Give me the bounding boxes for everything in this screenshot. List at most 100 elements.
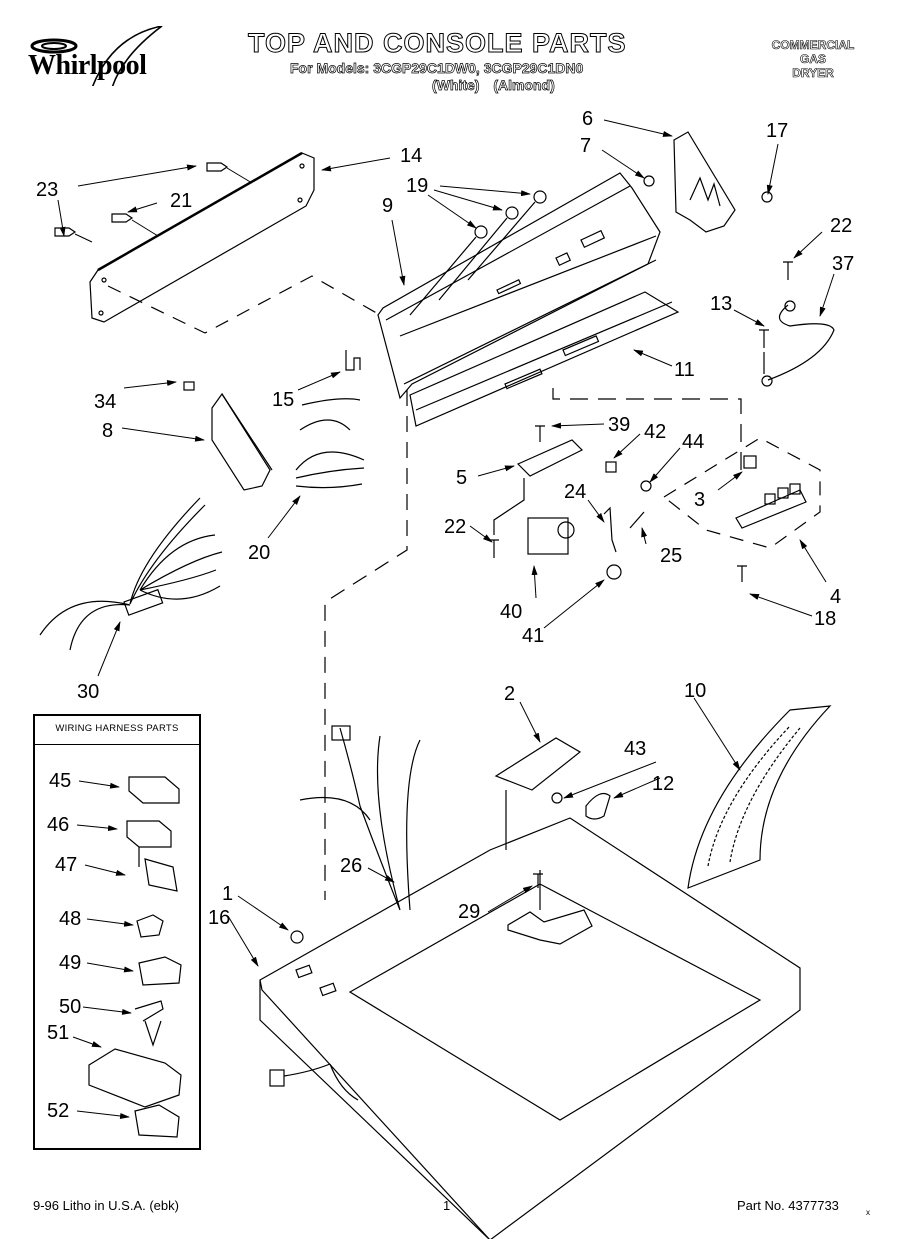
screw-17: [761, 191, 773, 203]
callout-25: 25: [660, 545, 682, 567]
callout-21: 21: [170, 190, 192, 212]
product-line-3: DRYER: [792, 66, 834, 81]
part-6-end-cap: [673, 131, 736, 233]
callout-19: 19: [406, 175, 428, 197]
callout-52: 52: [47, 1100, 69, 1122]
part-14-console-back-plate: [89, 151, 315, 323]
callout-22a: 22: [830, 215, 852, 237]
page-title: TOP AND CONSOLE PARTS: [248, 28, 627, 59]
part-4-switch-assembly: [662, 437, 821, 549]
callout-50: 50: [59, 996, 81, 1018]
part-19-knobs: [409, 190, 547, 316]
screw-18: [737, 565, 747, 582]
footer-mark: x: [866, 1208, 870, 1217]
part-42-knob: [605, 461, 617, 473]
callout-labels: 23 21 14 19 9 6 7 17 22 37 13 11 34 8 15…: [36, 108, 854, 929]
callout-29: 29: [458, 901, 480, 923]
footer-litho: 9-96 Litho in U.S.A. (ebk): [33, 1198, 179, 1213]
callout-39: 39: [608, 414, 630, 436]
part-20-harness: [295, 398, 365, 489]
callout-37: 37: [832, 253, 854, 275]
callout-1: 1: [222, 883, 233, 905]
part-41-dial: [606, 564, 622, 580]
part-12-cover-plate: [585, 793, 611, 820]
screw-44: [640, 480, 652, 492]
callout-17: 17: [766, 120, 788, 142]
part-43-clip: [551, 792, 563, 804]
part-5-mounting-plate: [516, 439, 584, 477]
part-49-connector: [138, 956, 182, 986]
callout-8: 8: [102, 420, 113, 442]
callout-42: 42: [644, 421, 666, 443]
harness-parts-illustrations: 45 46 47 48 49 50 51 52: [47, 770, 182, 1138]
part-3-knob: [743, 455, 757, 469]
callout-5: 5: [456, 467, 467, 489]
callout-48: 48: [59, 908, 81, 930]
callout-40: 40: [500, 601, 522, 623]
callout-51: 51: [47, 1022, 69, 1044]
callout-49: 49: [59, 952, 81, 974]
screw-7: [643, 175, 655, 187]
screw-13: [759, 329, 769, 374]
callout-16: 16: [208, 907, 230, 929]
part-52-connector: [134, 1104, 180, 1138]
part-45-connector: [128, 776, 180, 804]
part-30-harness: [39, 497, 223, 651]
callout-43: 43: [624, 738, 646, 760]
callout-44: 44: [682, 431, 704, 453]
callout-47: 47: [55, 854, 77, 876]
screw-top: [206, 162, 229, 172]
screw-22-lower: [489, 539, 499, 558]
harness-box-title: WIRING HARNESS PARTS: [35, 716, 199, 745]
callout-11: 11: [674, 359, 695, 381]
part-10-filter-panel: [687, 705, 832, 889]
part-50-clip: [134, 1000, 164, 1047]
callout-30: 30: [77, 681, 99, 703]
leader-lines: [57, 119, 835, 967]
callout-41: 41: [522, 625, 544, 647]
brand-wordmark: Whirlpool: [28, 50, 147, 81]
callout-4: 4: [830, 586, 841, 608]
footer-page-number: 1: [443, 1198, 451, 1213]
callout-12: 12: [652, 773, 674, 795]
screw-29: [533, 873, 543, 888]
callout-14: 14: [400, 145, 422, 167]
part-1-plug: [290, 930, 304, 944]
callout-10: 10: [684, 680, 706, 702]
callout-45: 45: [49, 770, 71, 792]
logo-swirl-icon: [30, 26, 163, 86]
part-11-console-bracket: [409, 291, 680, 427]
wiring-harness-parts-box: WIRING HARNESS PARTS 45 46 47: [33, 714, 201, 1150]
product-line-2: GAS: [799, 52, 827, 67]
product-type: COMMERCIAL GAS DRYER: [758, 38, 868, 81]
part-40-timer: [527, 517, 575, 555]
part-16-top-panel: [259, 817, 801, 1239]
callout-13: 13: [710, 293, 732, 315]
part-9-console-panel: [377, 172, 661, 400]
callout-3: 3: [694, 489, 705, 511]
footer-part-number: Part No. 4377733: [737, 1198, 839, 1213]
part-47-connector: [144, 858, 178, 892]
colors-line: (White) (Almond): [432, 77, 555, 94]
callout-9: 9: [382, 195, 393, 217]
power-cord: [269, 1063, 359, 1101]
product-line-1: COMMERCIAL: [771, 38, 855, 53]
callout-2: 2: [504, 683, 515, 705]
screw-39: [535, 425, 545, 442]
callout-46: 46: [47, 814, 69, 836]
screw-23: [54, 227, 77, 237]
callout-24: 24: [564, 481, 586, 503]
part-48-connector: [136, 914, 164, 938]
callout-20: 20: [248, 542, 270, 564]
part-51-connector: [88, 1048, 182, 1108]
part-24-bracket: [603, 506, 617, 553]
callout-22b: 22: [444, 516, 466, 538]
part-15-clip: [345, 350, 361, 371]
callout-6: 6: [582, 108, 593, 130]
screw-21: [111, 213, 134, 223]
callout-18: 18: [814, 608, 836, 630]
callout-7: 7: [580, 135, 591, 157]
part-2-cover: [494, 737, 582, 910]
part-26-harness: [299, 725, 421, 911]
